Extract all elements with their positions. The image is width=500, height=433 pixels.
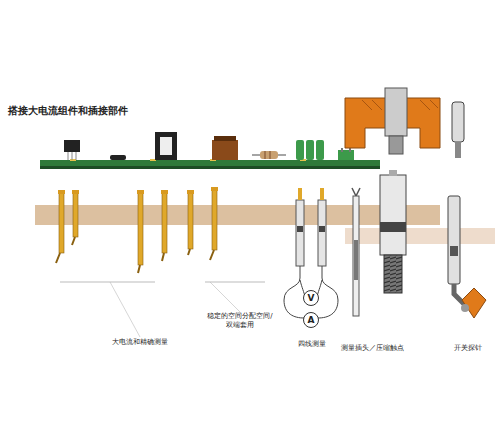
caption-label: 大电流和精确测量 [112,338,168,347]
caption-label: 开关探针 [454,344,482,353]
meter-symbol: A [308,316,315,325]
caption-label: 四线测量 [298,340,326,349]
meter-circle: V [303,290,319,306]
meter-symbol: V [308,294,315,303]
meter-circle: A [303,312,319,328]
title: 搭接大电流组件和插接部件 [8,104,128,118]
caption-label: 测量插头／压缩触点 [341,344,404,353]
caption-label: 稳定的空间分配空间/双端套用 [205,312,275,330]
